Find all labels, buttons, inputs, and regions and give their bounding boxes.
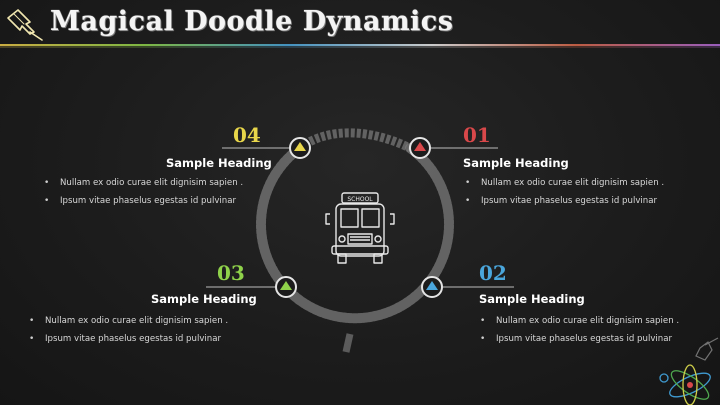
bullet-item: Nullam ex odio curae elit dignisim sapie… (29, 312, 228, 330)
step-heading-04: Sample Heading (166, 156, 272, 170)
bullet-item: Ipsum vitae phaselus egestas id pulvinar (480, 330, 679, 348)
atom-doodle-icon (659, 364, 711, 405)
connector-lines (206, 147, 514, 288)
bullet-item: Ipsum vitae phaselus egestas id pulvinar (465, 192, 664, 210)
bullet-item: Nullam ex odio curae elit dignisim sapie… (44, 174, 243, 192)
step-number-04: 04 (233, 123, 261, 147)
step-number-02: 02 (479, 261, 507, 285)
node-01 (409, 137, 431, 159)
bus-sign-text: SCHOOL (347, 196, 373, 203)
slide-header: Magical Doodle Dynamics (0, 0, 720, 48)
step-bullets-01: Nullam ex odio curae elit dignisim sapie… (465, 174, 664, 210)
step-number-03: 03 (217, 261, 245, 285)
step-bullets-04: Nullam ex odio curae elit dignisim sapie… (44, 174, 243, 210)
step-heading-01: Sample Heading (463, 156, 569, 170)
bullet-item: Ipsum vitae phaselus egestas id pulvinar (44, 192, 243, 210)
page-title: Magical Doodle Dynamics (50, 6, 454, 37)
step-bullets-02: Nullam ex odio curae elit dignisim sapie… (480, 312, 679, 348)
school-bus-icon: SCHOOL (325, 192, 395, 264)
step-bullets-03: Nullam ex odio curae elit dignisim sapie… (29, 312, 228, 348)
bullet-item: Nullam ex odio curae elit dignisim sapie… (465, 174, 664, 192)
step-heading-02: Sample Heading (479, 292, 585, 306)
chalk-divider (0, 44, 720, 48)
node-04 (289, 137, 311, 159)
step-number-01: 01 (463, 123, 491, 147)
step-heading-03: Sample Heading (151, 292, 257, 306)
bullet-item: Ipsum vitae phaselus egestas id pulvinar (29, 330, 228, 348)
node-02 (421, 276, 443, 298)
pushpin-icon (7, 9, 43, 41)
bullet-item: Nullam ex odio curae elit dignisim sapie… (480, 312, 679, 330)
chalk-ring (256, 128, 454, 353)
hand-pointer-icon (695, 337, 719, 361)
node-03 (275, 276, 297, 298)
